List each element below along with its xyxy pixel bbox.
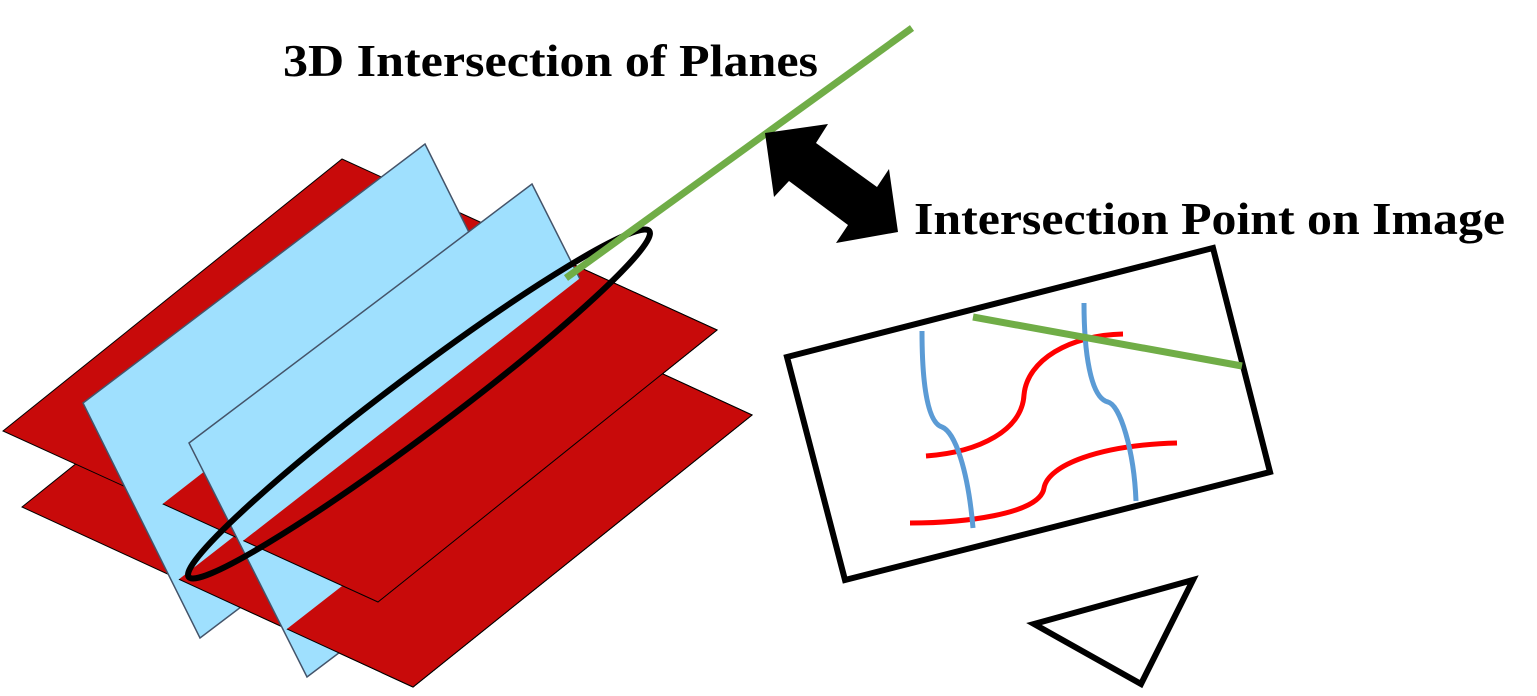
intersection-highlight-ellipse — [185, 226, 653, 582]
projected-intersection-line — [972, 313, 1243, 370]
intersection-line-3d — [563, 25, 915, 281]
planes-3d — [2, 25, 915, 688]
image-plane — [783, 244, 1274, 584]
image-frame — [783, 244, 1274, 584]
image-blue-curve-1 — [919, 330, 976, 529]
image-red-curve-1 — [925, 331, 1124, 459]
image-blue-curve-2 — [1081, 302, 1139, 502]
triangle-camera-icon — [1026, 575, 1199, 689]
image-red-curve-2 — [909, 440, 1178, 526]
planes-title: 3D Intersection of Planes — [283, 35, 818, 86]
image-title: Intersection Point on Image — [914, 193, 1505, 244]
double-headed-arrow-icon — [765, 124, 898, 243]
